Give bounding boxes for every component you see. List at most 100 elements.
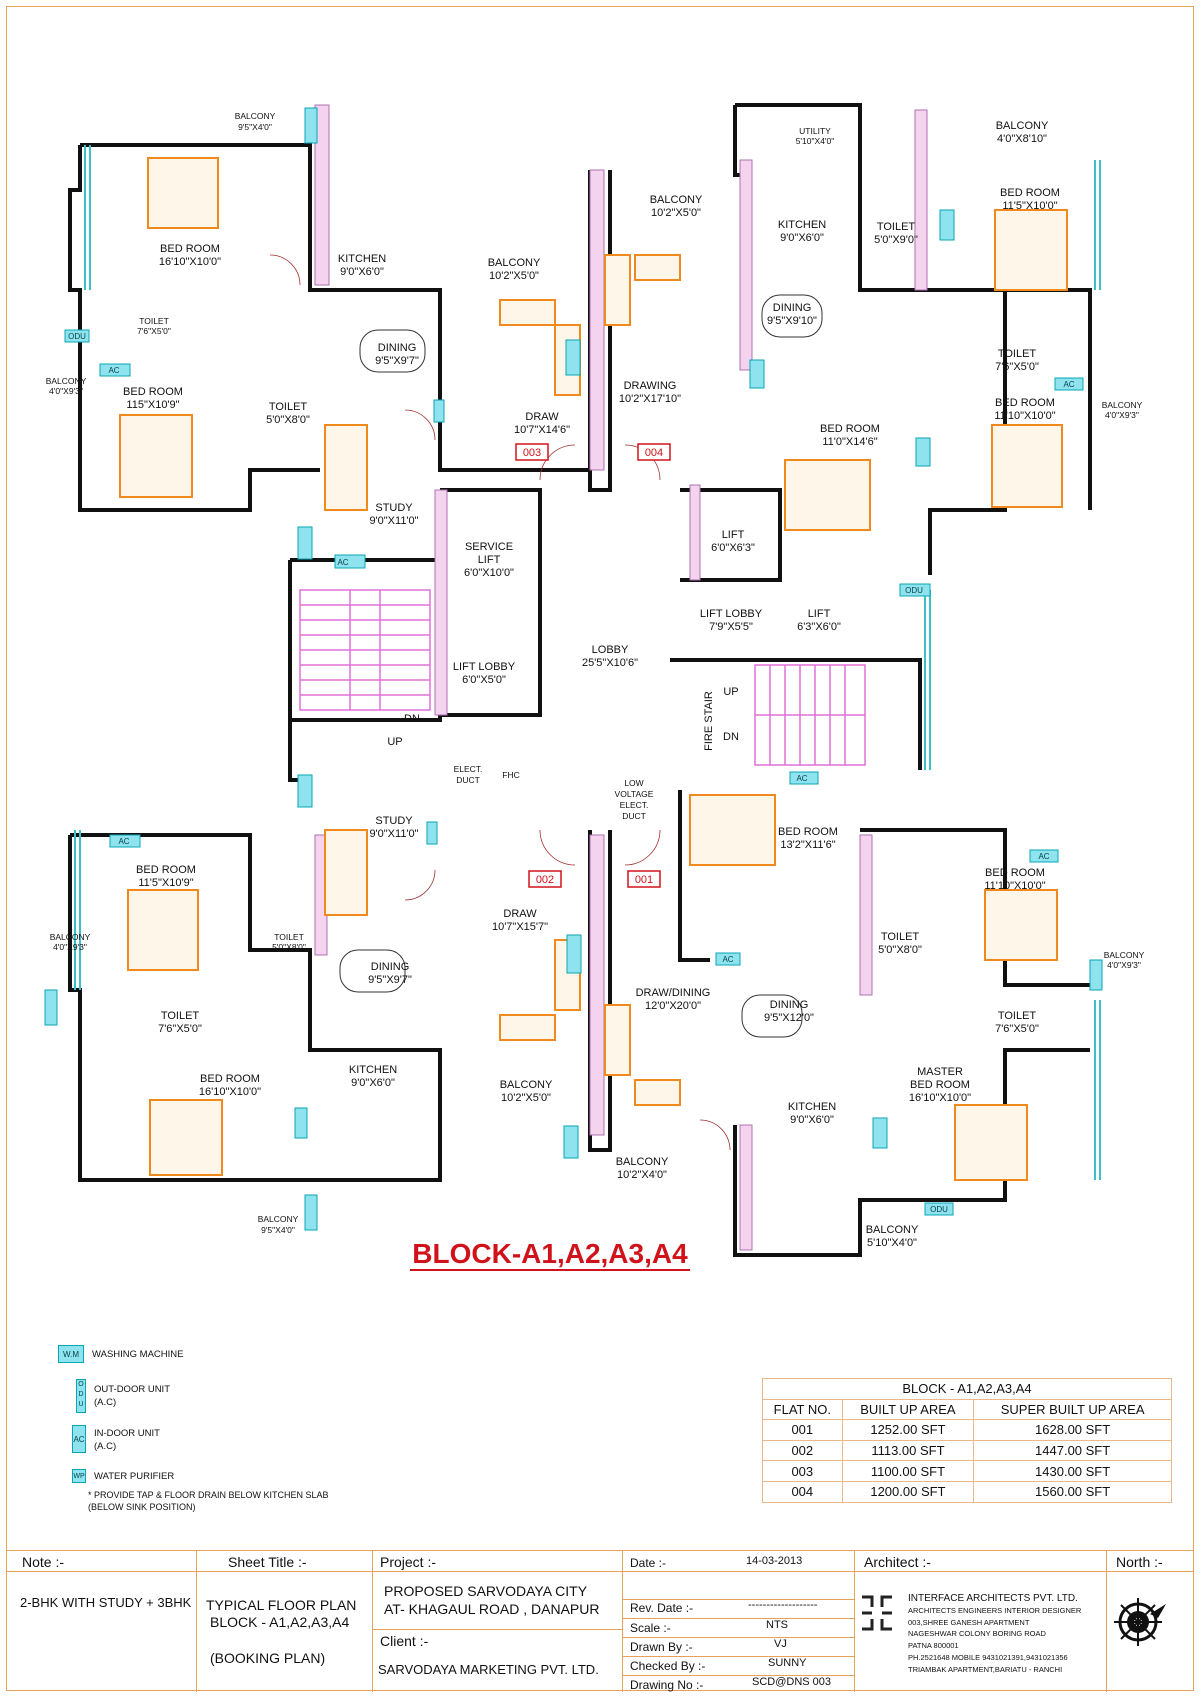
washing-machine-icon: W.M [58,1345,84,1363]
odu-icon: ODU [905,586,923,595]
area-table: BLOCK - A1,A2,A3,A4 FLAT NO. BUILT UP AR… [762,1378,1172,1503]
room-label: BED ROOM [985,867,1045,879]
room-label: LIFT LOBBY [453,661,516,673]
room-label: BALCONY [46,376,87,386]
architect-line: PH.2521648 MOBILE 9431021391,9431021356 [908,1652,1068,1662]
flat-tag-002: 002 [536,874,554,886]
super-built-up-cell: 1447.00 SFT [973,1439,1172,1462]
date-value: 14-03-2013 [746,1555,803,1567]
room-label: KITCHEN [788,1101,836,1113]
built-up-cell: 1200.00 SFT [841,1480,975,1503]
room-label: UTILITY [799,126,831,136]
room-label: DRAW/DINING [636,987,711,999]
drawn-by-label: Drawn By :- [630,1640,693,1654]
room-label: BED ROOM [778,826,838,838]
architect-line: PATNA 800001 [908,1641,959,1651]
room-label: BALCONY [50,932,91,942]
project-line: PROPOSED SARVODAYA CITY [384,1583,588,1599]
flat-no-cell: 004 [762,1480,843,1503]
divider [372,1551,373,1692]
room-size: 7'6"X5'0" [137,326,171,336]
room-label: BED ROOM [995,397,1055,409]
room-size: 10'2"X17'10" [619,393,681,405]
room-size: 9'5"X12'0" [764,1012,814,1024]
room-label: DRAW [525,411,559,423]
legend-water-purifier: WP WATER PURIFIER [72,1469,175,1483]
main-staircase [299,589,431,711]
sheet-title-line: BLOCK - A1,A2,A3,A4 [210,1614,350,1630]
title-block: Note :- 2-BHK WITH STUDY + 3BHK Sheet Ti… [6,1550,1194,1692]
room-size: 9'0"X6'0" [340,266,384,278]
divider [622,1637,854,1638]
fixture-boxes [44,107,1103,1231]
ac-icon: AC [1063,380,1074,389]
room-label: KITCHEN [338,253,386,265]
room-size: 5'10"X4'0" [867,1237,917,1249]
sheet-title-label: Sheet Title :- [228,1554,307,1570]
area-table-caption: BLOCK - A1,A2,A3,A4 [762,1378,1172,1400]
room-label: BALCONY [616,1156,669,1168]
room-label: BED ROOM [1000,187,1060,199]
architect-line: 003,SHREE GANESH APARTMENT [908,1617,1030,1627]
room-label: BALCONY [1102,400,1143,410]
dining-tables [339,294,823,1038]
rev-date-label: Rev. Date :- [630,1601,694,1615]
room-size: 6'0"X10'0" [464,567,514,579]
room-size: 7'9"X5'5" [709,621,753,633]
super-built-up-cell: 1430.00 SFT [973,1460,1172,1482]
indoor-unit-icon: AC [72,1425,86,1453]
divider [622,1675,854,1676]
built-up-cell: 1113.00 SFT [841,1439,975,1462]
room-label: VOLTAGE [615,789,654,799]
area-table-header: FLAT NO. [762,1398,843,1421]
divider [622,1656,854,1657]
room-size: 5'0"X8'0" [266,414,310,426]
room-size: 11'5"X10'0" [1002,200,1057,212]
legend-outdoor-unit: O D U OUT-DOOR UNIT(A.C) [76,1379,170,1413]
flat-tag-001: 001 [635,874,653,886]
fire-staircase [754,664,866,766]
room-size: 13'2"X11'6" [780,839,835,851]
date-label: Date :- [630,1556,667,1570]
room-size: 6'0"X5'0" [462,674,506,686]
flat-no-cell: 003 [762,1460,843,1482]
divider [372,1629,622,1630]
room-size: 12'0"X20'0" [645,1000,701,1012]
room-label: BED ROOM [136,864,196,876]
ac-icon: AC [118,837,129,846]
ac-icon: AC [722,955,733,964]
note-value: 2-BHK WITH STUDY + 3BHK [20,1595,192,1610]
room-label: FIRE STAIR [703,691,715,751]
room-size: 7'6"X5'0" [158,1023,202,1035]
room-size: 6'0"X6'3" [711,542,755,554]
room-label: DUCT [456,775,480,785]
room-size: 9'5"X4'0" [261,1225,295,1235]
room-label: TOILET [269,401,308,413]
room-size: 10'7"X14'6" [514,424,570,436]
room-size: 4'0"X8'10" [997,133,1047,145]
room-label: ELECT. [620,800,649,810]
room-size: 9'0"X11'0" [369,828,418,840]
room-size: 7'6"X5'0" [995,1023,1039,1035]
room-label: DUCT [622,811,646,821]
architect-logo-icon [862,1595,892,1631]
room-size: 11'0"X14'6" [822,436,877,448]
drawing-no-label: Drawing No :- [630,1678,704,1692]
room-size: 5'0"X8'0" [272,942,306,952]
divider [854,1551,855,1692]
room-size: 25'5"X10'6" [582,657,638,669]
legend-indoor-unit: AC IN-DOOR UNIT(A.C) [72,1425,160,1453]
table-row: 002 1113.00 SFT 1447.00 SFT [762,1439,1172,1462]
room-size: 16'10"X10'0" [199,1086,261,1098]
room-label: DINING [770,999,809,1011]
divider [622,1618,854,1619]
room-label: BALCONY [488,257,541,269]
architect-firm: INTERFACE ARCHITECTS PVT. LTD. [908,1593,1078,1604]
room-size: 10'2"X5'0" [489,270,539,282]
flat-no-cell: 002 [762,1439,843,1462]
divider [6,1571,1194,1572]
room-size: 11'5"X10'9" [138,877,193,889]
room-label: BALCONY [650,194,703,206]
architect-details: INTERFACE ARCHITECTS PVT. LTD. ARCHITECT… [908,1593,1098,1676]
